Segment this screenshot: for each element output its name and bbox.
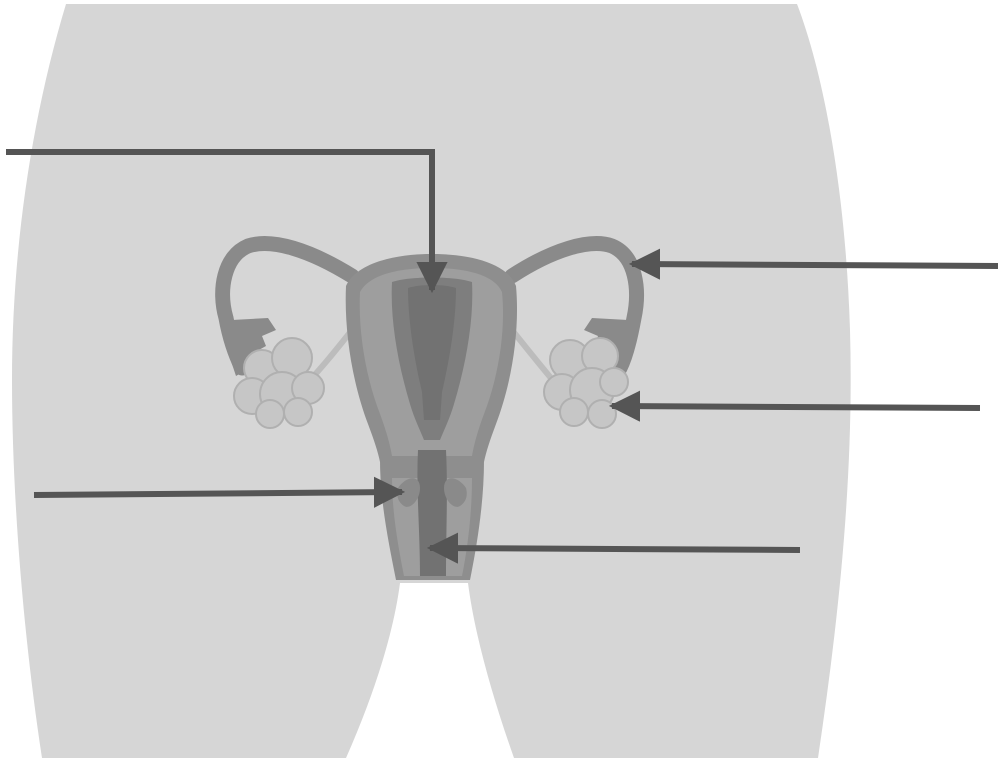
vaginal-canal — [417, 450, 446, 576]
cervix-vagina — [380, 450, 484, 580]
ovary-pointer — [612, 406, 980, 408]
cervix-pointer — [34, 492, 402, 495]
fallopian-tube-pointer — [632, 264, 998, 266]
vagina-pointer — [430, 548, 800, 550]
